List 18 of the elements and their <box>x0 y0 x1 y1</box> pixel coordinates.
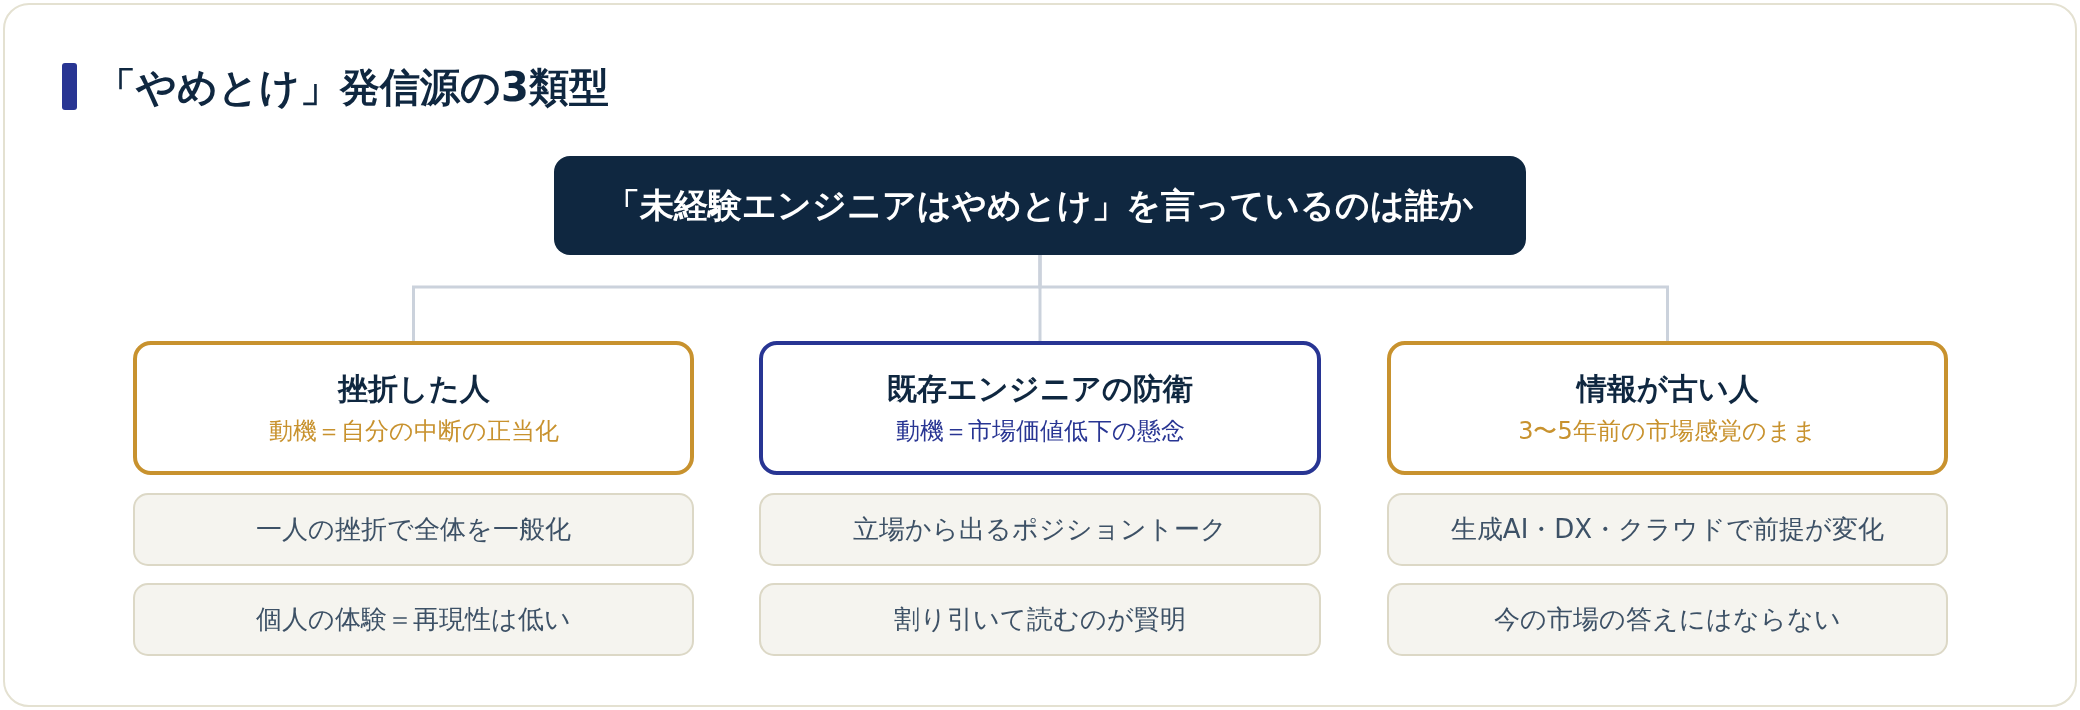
card-subtitle: 動機＝自分の中断の正当化 <box>268 415 559 446</box>
card-heading: 情報が古い人 <box>1576 370 1759 408</box>
point-box: 今の市場の答えにはならない <box>1387 583 1948 656</box>
category-card <box>133 341 694 475</box>
card-heading: 挫折した人 <box>337 370 490 408</box>
point-box: 個人の体験＝再現性は低い <box>133 583 694 656</box>
card-heading: 既存エンジニアの防衛 <box>887 370 1193 408</box>
heading: 「やめとけ」発信源の3類型 <box>96 63 609 112</box>
category-card <box>759 341 1321 475</box>
category-card <box>1387 341 1948 475</box>
point-box: 生成AI・DX・クラウドで前提が変化 <box>1387 493 1948 566</box>
question-box: 「未経験エンジニアはやめとけ」を言っているのは誰か <box>554 156 1526 255</box>
point-box: 一人の挫折で全体を一般化 <box>133 493 694 566</box>
point-box: 立場から出るポジショントーク <box>759 493 1321 566</box>
connector-line <box>1038 255 1669 341</box>
card-subtitle: 3〜5年前の市場感覚のまま <box>1518 415 1817 446</box>
card-subtitle: 動機＝市場価値低下の懸念 <box>895 415 1185 446</box>
point-box: 割り引いて読むのが賢明 <box>759 583 1321 656</box>
